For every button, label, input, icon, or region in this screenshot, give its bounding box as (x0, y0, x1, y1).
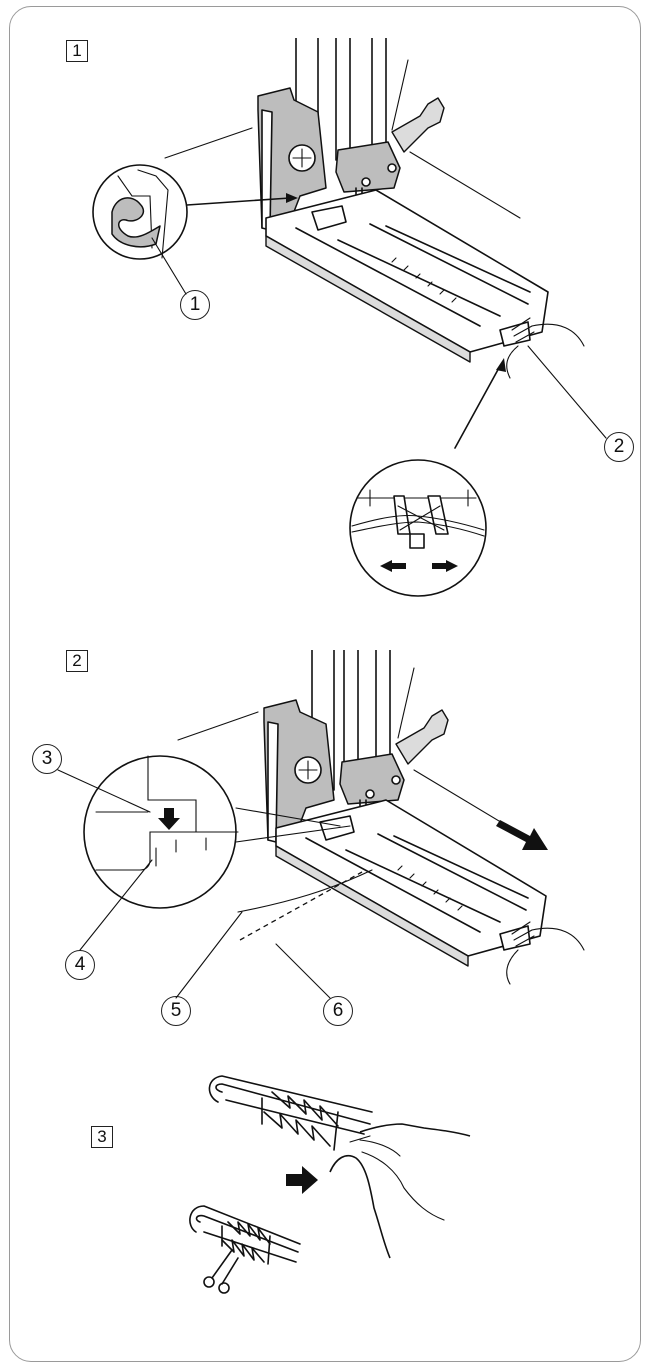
step1-presser-foot (164, 38, 607, 449)
step1-detail-circle-a (92, 164, 298, 295)
callout-3: 3 (32, 744, 62, 774)
callout-4: 4 (65, 950, 95, 980)
step2-presser-foot (175, 650, 585, 999)
callout-6: 6 (323, 996, 353, 1026)
step3-cord-cut (189, 1205, 301, 1294)
step1-detail-circle-b (349, 459, 487, 597)
step-2-label: 2 (66, 650, 88, 672)
step-1-label: 1 (66, 40, 88, 62)
callout-5: 5 (161, 996, 191, 1026)
callout-2: 2 (604, 432, 634, 462)
step-3-label: 3 (91, 1126, 113, 1148)
illustration-frame (9, 6, 641, 1362)
step2-detail-circle (57, 755, 351, 951)
scissors-icon (203, 1249, 239, 1294)
step3-cord-loop (208, 1075, 471, 1259)
callout-1: 1 (180, 290, 210, 320)
